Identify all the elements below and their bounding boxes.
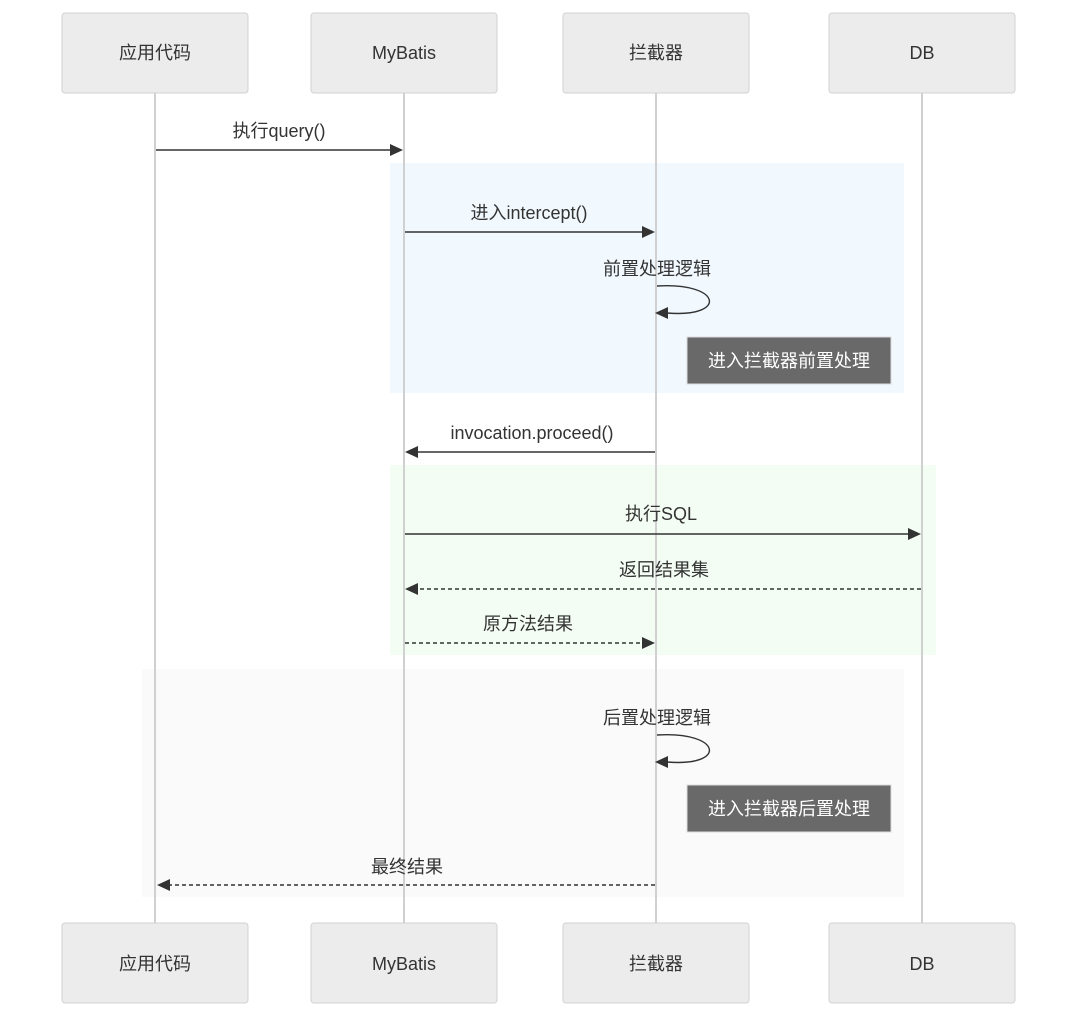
arrowhead xyxy=(908,528,921,540)
participant-app-top: 应用代码 xyxy=(61,12,249,94)
arrowhead xyxy=(642,226,655,238)
participant-label: DB xyxy=(909,43,934,63)
participant-db-top: DB xyxy=(828,12,1016,94)
note-pre-processing: 进入拦截器前置处理 xyxy=(686,336,892,385)
region-proceed xyxy=(390,465,936,655)
message-pre-processing: 前置处理逻辑 xyxy=(603,259,711,319)
message-return-result-set: 返回结果集 xyxy=(405,560,921,595)
message-label: 前置处理逻辑 xyxy=(603,259,711,279)
message-label: 执行SQL xyxy=(625,504,697,524)
arrowhead xyxy=(157,879,170,891)
message-label: invocation.proceed() xyxy=(450,423,613,443)
participant-label: 拦截器 xyxy=(629,43,683,63)
participant-label: MyBatis xyxy=(372,954,436,974)
participant-mybatis-bottom: MyBatis xyxy=(310,922,498,1004)
arrowhead xyxy=(655,307,668,319)
arrowhead xyxy=(390,144,403,156)
message-original-method-result: 原方法结果 xyxy=(405,614,655,649)
arrowhead xyxy=(655,756,668,768)
message-execute-sql: 执行SQL xyxy=(405,504,921,540)
arrowhead xyxy=(405,583,418,595)
note-post-processing: 进入拦截器后置处理 xyxy=(686,784,892,833)
message-final-result: 最终结果 xyxy=(157,857,655,891)
participant-label: MyBatis xyxy=(372,43,436,63)
participant-db-bottom: DB xyxy=(828,922,1016,1004)
note-text: 进入拦截器后置处理 xyxy=(708,799,870,819)
message-label: 后置处理逻辑 xyxy=(603,708,711,728)
arrowhead xyxy=(405,446,418,458)
note-text: 进入拦截器前置处理 xyxy=(708,351,870,371)
participant-interceptor-top: 拦截器 xyxy=(562,12,750,94)
region-after-proceed xyxy=(142,669,904,897)
message-post-processing: 后置处理逻辑 xyxy=(603,708,711,768)
participant-app-bottom: 应用代码 xyxy=(61,922,249,1004)
message-enter-intercept: 进入intercept() xyxy=(405,203,655,238)
message-label: 进入intercept() xyxy=(470,203,587,223)
message-execute-query: 执行query() xyxy=(156,121,403,156)
message-invocation-proceed: invocation.proceed() xyxy=(405,423,655,458)
participant-label: 应用代码 xyxy=(119,43,191,63)
participant-mybatis-top: MyBatis xyxy=(310,12,498,94)
participant-label: 拦截器 xyxy=(629,954,683,974)
message-label: 执行query() xyxy=(232,121,325,141)
participant-label: 应用代码 xyxy=(119,954,191,974)
participant-interceptor-bottom: 拦截器 xyxy=(562,922,750,1004)
participant-label: DB xyxy=(909,954,934,974)
message-label: 返回结果集 xyxy=(619,560,709,580)
message-label: 原方法结果 xyxy=(483,614,573,634)
message-label: 最终结果 xyxy=(371,857,443,877)
arrowhead xyxy=(642,637,655,649)
